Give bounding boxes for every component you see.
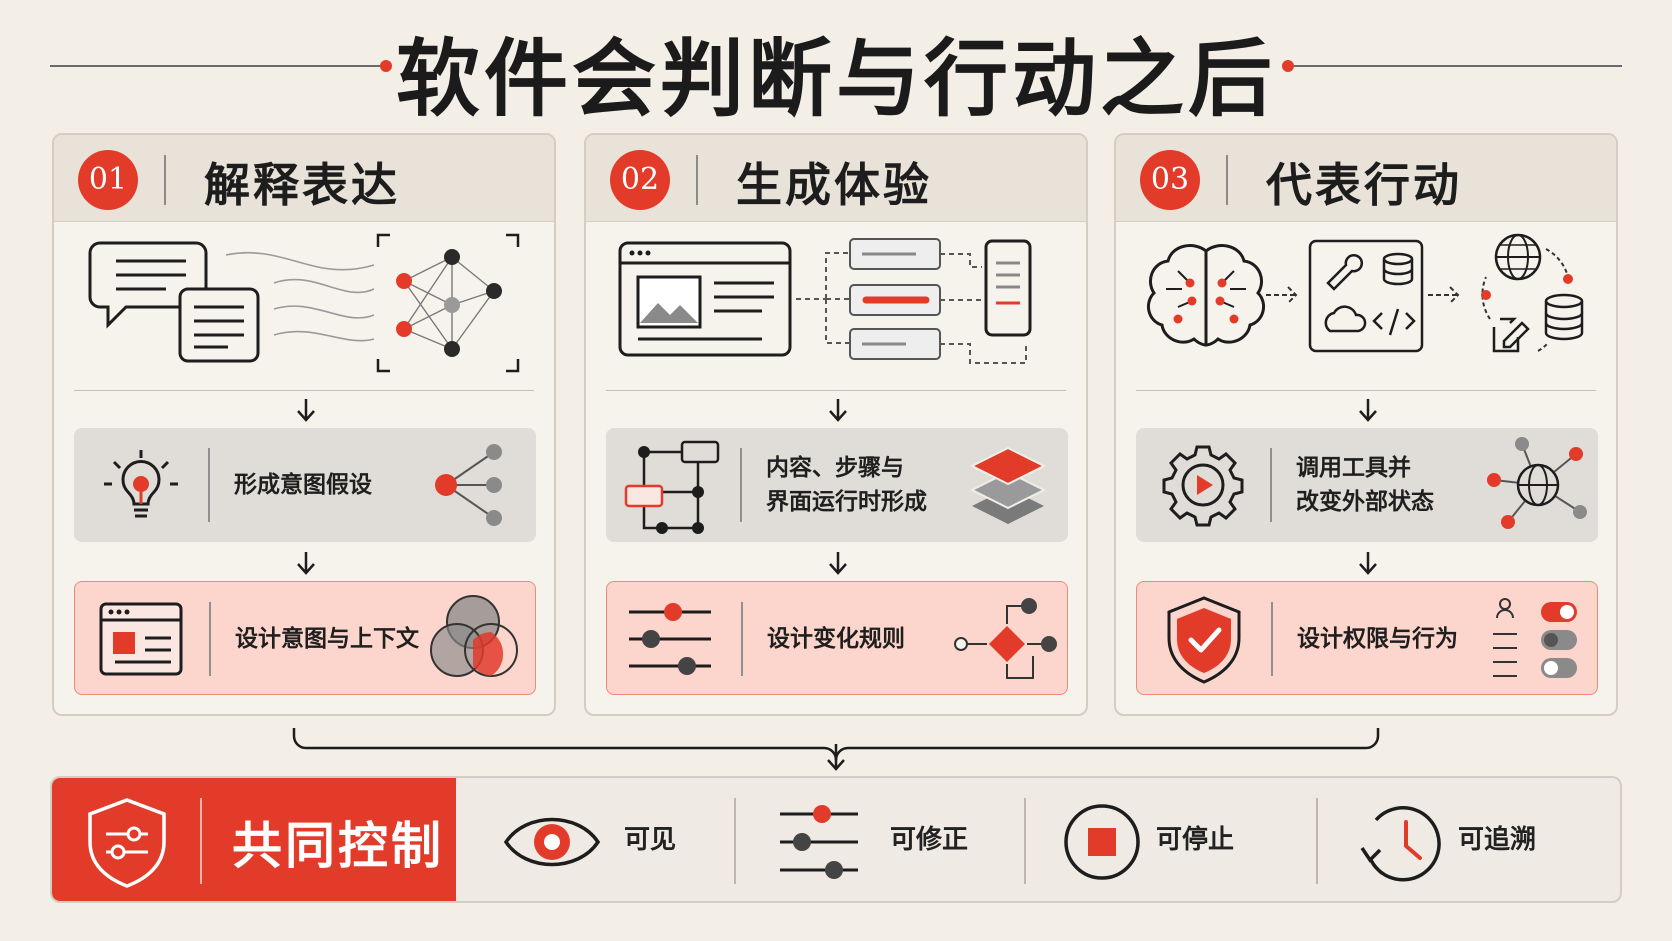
header-divider bbox=[200, 798, 202, 884]
down-arrow-icon bbox=[1359, 552, 1377, 575]
change-rules-text: 设计变化规则 bbox=[767, 625, 905, 652]
decision-flow-icon bbox=[954, 598, 1057, 679]
title-dot-right bbox=[1282, 60, 1294, 72]
mobile-screen-icon bbox=[984, 239, 1032, 337]
sliders-icon bbox=[780, 805, 858, 879]
lightbulb-icon bbox=[104, 450, 178, 518]
flow-lines bbox=[225, 251, 375, 342]
step-number-badge: 03 bbox=[1140, 150, 1200, 210]
column-title: 代表行动 bbox=[1266, 158, 1462, 212]
step-number-badge: 02 bbox=[610, 150, 670, 210]
shared-control-title: 共同控制 bbox=[232, 816, 444, 875]
box-divider bbox=[741, 602, 743, 676]
hypothesis-box: 形成意图假设 bbox=[74, 428, 536, 542]
column-divider bbox=[1136, 390, 1596, 391]
tool-call-box: 调用工具并改变外部状态 bbox=[1136, 428, 1598, 542]
column-header: 01 解释表达 bbox=[54, 135, 554, 222]
runtime-text-line-2: 界面运行时形成 bbox=[766, 488, 927, 515]
tool-call-text-line-2: 改变外部状态 bbox=[1296, 488, 1434, 515]
box-divider bbox=[209, 602, 211, 676]
browser-image-icon bbox=[618, 241, 792, 357]
runtime-text-line-1: 内容、步骤与 bbox=[766, 454, 904, 481]
intent-context-box: 设计意图与上下文 bbox=[74, 581, 536, 695]
column-title: 生成体验 bbox=[736, 158, 932, 212]
title-line-left bbox=[50, 65, 380, 67]
title-line-right bbox=[1294, 65, 1622, 67]
header-divider bbox=[696, 155, 698, 205]
tools-panel-icon bbox=[1308, 239, 1424, 353]
venn-diagram-icon bbox=[430, 595, 518, 677]
sliders-icon bbox=[629, 603, 711, 675]
change-rules-box: 设计变化规则 bbox=[606, 581, 1068, 695]
illustration bbox=[54, 223, 554, 383]
stop-icon bbox=[1064, 804, 1140, 880]
control-correctable-label: 可修正 bbox=[890, 825, 969, 855]
gear-play-icon bbox=[1162, 445, 1244, 527]
control-visible-label: 可见 bbox=[624, 825, 677, 855]
column-divider bbox=[606, 390, 1066, 391]
down-arrow-icon bbox=[829, 399, 847, 422]
control-traceable-label: 可追溯 bbox=[1458, 825, 1537, 855]
shared-control-bar: 共同控制 可见 可修正 可停止 可追溯 bbox=[50, 776, 1622, 903]
page-title: 软件会判断与行动之后 bbox=[395, 29, 1276, 128]
permission-toggles-icon bbox=[1493, 598, 1577, 678]
column-header: 02 生成体验 bbox=[586, 135, 1086, 222]
control-divider bbox=[1024, 798, 1026, 884]
column-2: 02 生成体验 bbox=[584, 133, 1088, 716]
intent-context-text: 设计意图与上下文 bbox=[235, 625, 419, 652]
header-divider bbox=[164, 155, 166, 205]
box-divider bbox=[208, 448, 210, 522]
control-correctable: 可修正 bbox=[736, 778, 1026, 901]
column-3: 03 代表行动 bbox=[1114, 133, 1618, 716]
control-stoppable: 可停止 bbox=[1026, 778, 1316, 901]
runtime-text: 内容、步骤与界面运行时形成 bbox=[766, 428, 927, 542]
flowchart-icon bbox=[624, 440, 720, 534]
branch-nodes-icon bbox=[435, 444, 502, 526]
control-visible: 可见 bbox=[456, 778, 746, 901]
control-traceable: 可追溯 bbox=[1318, 778, 1608, 901]
down-arrow-icon bbox=[829, 552, 847, 575]
browser-window-icon bbox=[99, 602, 183, 676]
control-divider bbox=[734, 798, 736, 884]
box-divider bbox=[1270, 448, 1272, 522]
control-stoppable-label: 可停止 bbox=[1156, 825, 1235, 855]
neural-network-icon bbox=[376, 233, 520, 373]
globe-network-icon bbox=[1487, 437, 1587, 529]
chat-bubbles-icon bbox=[88, 241, 260, 363]
box-divider bbox=[1271, 602, 1273, 676]
tool-call-text-line-1: 调用工具并 bbox=[1296, 454, 1411, 481]
down-arrow-icon bbox=[1359, 399, 1377, 422]
globe-database-icon bbox=[1481, 233, 1584, 353]
title-dot-left bbox=[380, 60, 392, 72]
hypothesis-text: 形成意图假设 bbox=[234, 471, 372, 498]
tool-call-text: 调用工具并改变外部状态 bbox=[1296, 428, 1434, 542]
header-divider bbox=[1226, 155, 1228, 205]
down-arrow-icon bbox=[297, 399, 315, 422]
history-clock-icon bbox=[1360, 806, 1441, 882]
shield-check-icon bbox=[1167, 596, 1241, 684]
shared-control-header: 共同控制 bbox=[52, 778, 456, 901]
illustration bbox=[1116, 223, 1616, 383]
step-number-badge: 01 bbox=[78, 150, 138, 210]
down-arrow-icon bbox=[297, 552, 315, 575]
column-title: 解释表达 bbox=[204, 158, 400, 212]
title-row: 软件会判断与行动之后 bbox=[0, 0, 1672, 130]
merge-brace bbox=[292, 728, 1380, 771]
permissions-box: 设计权限与行为 bbox=[1136, 581, 1598, 695]
ui-blocks-icon bbox=[796, 238, 1027, 364]
control-divider bbox=[1316, 798, 1318, 884]
illustration bbox=[586, 223, 1086, 383]
layers-icon bbox=[969, 446, 1047, 524]
column-divider bbox=[74, 390, 534, 391]
box-divider bbox=[740, 448, 742, 522]
permissions-text: 设计权限与行为 bbox=[1297, 625, 1458, 652]
column-1: 01 解释表达 bbox=[52, 133, 556, 716]
eye-icon bbox=[503, 817, 601, 867]
brain-icon bbox=[1146, 244, 1266, 347]
shield-sliders-icon bbox=[88, 798, 166, 888]
column-header: 03 代表行动 bbox=[1116, 135, 1616, 222]
runtime-box: 内容、步骤与界面运行时形成 bbox=[606, 428, 1068, 542]
